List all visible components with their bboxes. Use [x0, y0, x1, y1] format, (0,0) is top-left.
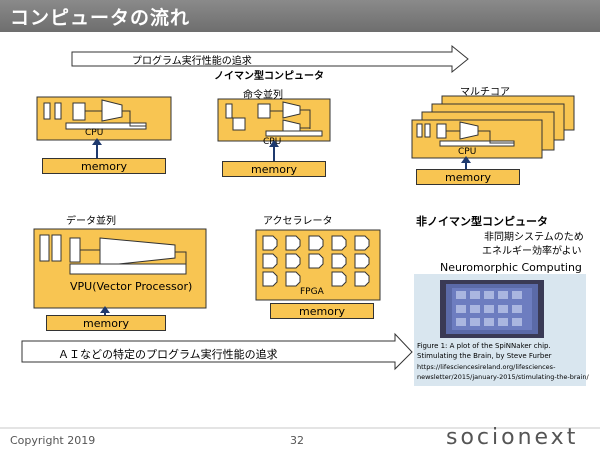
- multicore-title: マルチコア: [460, 87, 510, 98]
- von-neumann-label: ノイマン型コンピュータ: [214, 71, 324, 82]
- vpu-label: VPU(Vector Processor): [70, 280, 193, 293]
- cpu-label-2: CPU: [263, 137, 282, 147]
- top-arrow-label: プログラム実行性能の追求: [132, 56, 252, 67]
- accelerator-title: アクセラレータ: [263, 216, 333, 227]
- cpu-label-1: CPU: [85, 128, 104, 138]
- dataparallel-title: データ並列: [66, 216, 116, 227]
- memory-box-5: memory: [270, 303, 374, 319]
- memory-box-1: memory: [42, 158, 166, 174]
- slide-title: コンピュータの流れ: [10, 7, 191, 29]
- fpga-label: FPGA: [300, 287, 324, 297]
- neuromorphic-title: Neuromorphic Computing: [440, 261, 582, 274]
- figure-caption-3: https://lifesciencesireland.org/lifescie…: [417, 363, 556, 371]
- title-bar: [0, 0, 600, 32]
- memory-box-4: memory: [46, 315, 166, 331]
- bottom-arrow: [21, 332, 413, 371]
- neuro-desc-1: 非同期システムのため: [484, 232, 584, 243]
- top-arrow: [71, 44, 469, 74]
- fpga-cells: [262, 235, 370, 287]
- copyright: Copyright 2019: [10, 434, 96, 447]
- page-number: 32: [290, 434, 304, 447]
- multicore-stack: [411, 95, 575, 159]
- non-von-neumann-title: 非ノイマン型コンピュータ: [416, 215, 548, 228]
- figure-caption-2: Stimulating the Brain, by Steve Furber: [417, 352, 552, 360]
- neuro-desc-2: エネルギー効率がよい: [482, 246, 582, 257]
- pipeline-title: 命令並列: [243, 90, 283, 101]
- memory-box-3: memory: [416, 169, 520, 185]
- figure-caption-4: newsletter/2015/january-2015/stimulating…: [417, 373, 589, 381]
- cpu-label-3: CPU: [458, 147, 477, 157]
- memory-box-2: memory: [222, 161, 326, 177]
- figure-caption-1: Figure 1: A plot of the SpiNNaker chip.: [417, 342, 551, 350]
- spinnaker-chip-image: [414, 274, 586, 386]
- brand-logo: socionext: [446, 425, 579, 450]
- bottom-arrow-label: ＡＩなどの特定のプログラム実行性能の追求: [58, 348, 278, 361]
